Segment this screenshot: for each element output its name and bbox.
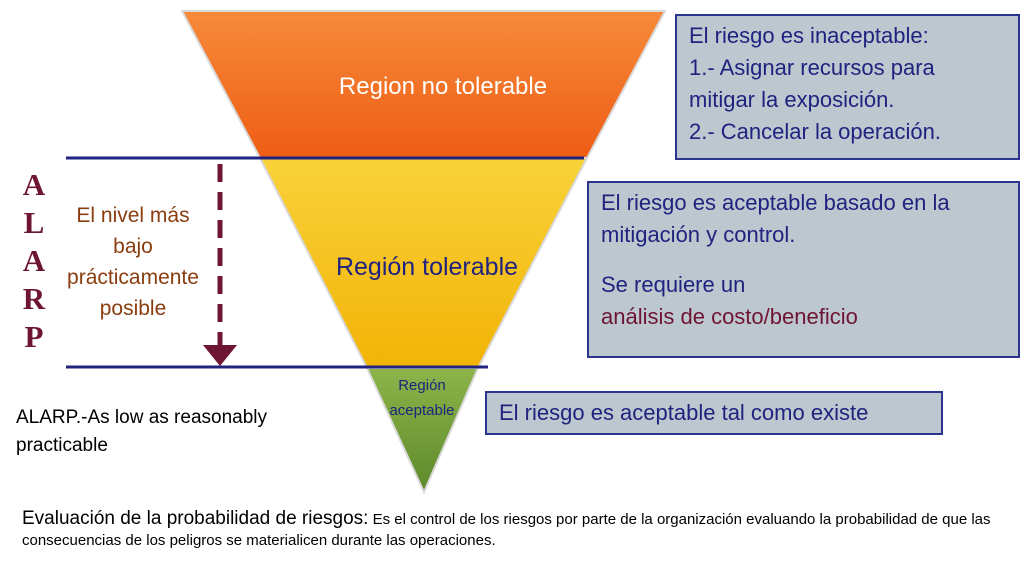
box-inaceptable-line-1: El riesgo es inaceptable: — [689, 23, 929, 48]
footer-paragraph: Evaluación de la probabilidad de riesgos… — [22, 508, 1007, 551]
alarp-letter: A — [22, 243, 46, 278]
box-inaceptable-line-3: mitigar la exposición. — [689, 87, 895, 112]
alarp-definition-line-1: ALARP.-As low as reasonably — [16, 407, 267, 428]
alarp-letter: A — [22, 167, 46, 202]
alarp-description: El nivel más bajo prácticamente posible — [48, 200, 218, 324]
box-inaceptable-line-2: 1.- Asignar recursos para — [689, 55, 935, 80]
box-riesgo-tolerable: El riesgo es aceptable basado en la miti… — [587, 181, 1020, 358]
box-tolerable-analysis: análisis de costo/beneficio — [601, 304, 858, 329]
alarp-description-line: bajo — [113, 235, 153, 258]
region-aceptable-label-line2: aceptable — [389, 402, 454, 419]
box-tolerable-line-1: El riesgo es aceptable basado en la — [601, 190, 950, 215]
box-tolerable-requirement: Se requiere un — [601, 272, 746, 297]
alarp-description-line: posible — [99, 297, 167, 320]
alarp-letter: R — [22, 281, 46, 316]
region-tolerable-label: Región tolerable — [336, 253, 518, 281]
alarp-arrow-head — [203, 345, 237, 366]
alarp-definition: ALARP.-As low as reasonably practicable — [16, 404, 336, 460]
region-no-tolerable-label: Region no tolerable — [339, 73, 547, 100]
alarp-description-line: prácticamente — [67, 266, 199, 289]
box-riesgo-inaceptable: El riesgo es inaceptable: 1.- Asignar re… — [675, 14, 1020, 160]
alarp-letter: P — [24, 319, 44, 354]
region-aceptable-label-line1: Región — [398, 377, 446, 394]
alarp-definition-line-2: practicable — [16, 435, 108, 456]
footer-text: Es el control de los riesgos por parte d… — [22, 511, 991, 549]
alarp-description-line: El nivel más — [76, 204, 190, 227]
box-tolerable-spacer — [601, 251, 1006, 269]
alarp-vertical-letters: A L A R P — [18, 166, 50, 356]
footer-term: Evaluación de la probabilidad de riesgos… — [22, 508, 369, 529]
box-inaceptable-line-4: 2.- Cancelar la operación. — [689, 119, 941, 144]
box-tolerable-line-2: mitigación y control. — [601, 222, 796, 247]
box-riesgo-aceptable: El riesgo es aceptable tal como existe — [485, 391, 943, 435]
box-aceptable-text: El riesgo es aceptable tal como existe — [499, 400, 869, 425]
alarp-letter: L — [23, 205, 45, 240]
